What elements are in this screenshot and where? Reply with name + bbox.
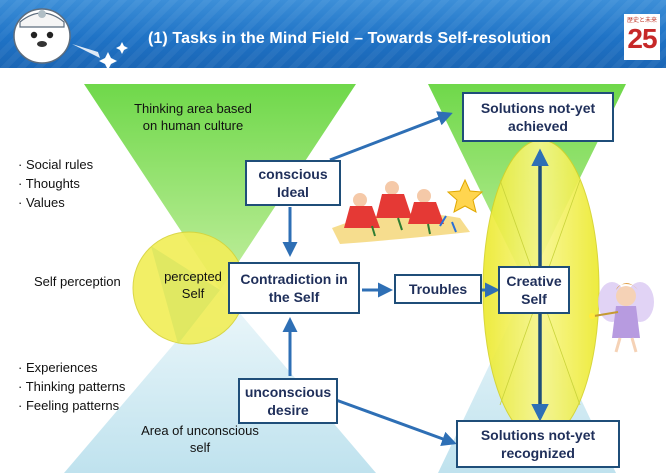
unconscious-desire-box: unconscious desire xyxy=(238,378,338,424)
experience-item-thinking-patterns: · Thinking patterns xyxy=(18,379,126,394)
thinking-area-label: Thinking area based on human culture xyxy=(134,101,252,133)
badge-number: 25 xyxy=(627,23,657,54)
troubles-box: Troubles xyxy=(394,274,482,304)
arrow-desire-to-recognized xyxy=(335,398,457,446)
page-title: (1) Tasks in the Mind Field – Towards Se… xyxy=(148,30,551,47)
experience-item-feeling-patterns: · Feeling patterns xyxy=(18,398,120,413)
culture-item-values: · Values xyxy=(18,195,65,210)
fairy-illustration xyxy=(589,282,654,353)
conscious-ideal-box: conscious Ideal xyxy=(245,160,341,206)
thinking-area-shape xyxy=(84,84,356,290)
culture-item-thoughts: · Thoughts xyxy=(18,176,80,191)
unconscious-area-label: Area of unconscious self xyxy=(141,423,259,455)
solutions-achieved-box: Solutions not-yet achieved xyxy=(462,92,614,142)
anniversary-badge: 歴史と未来 25 xyxy=(624,14,660,60)
title-bar xyxy=(0,0,666,68)
percepted-self-label: percepted Self xyxy=(164,269,222,301)
mascot-icon xyxy=(13,8,100,64)
culture-item-social-rules: · Social rules xyxy=(18,157,94,172)
header-pattern xyxy=(0,0,666,68)
unconscious-area-shape xyxy=(64,290,376,473)
badge-caption: 歴史と未来 xyxy=(626,18,657,24)
experience-item-experiences: · Experiences xyxy=(18,360,98,375)
arrow-ideal-to-solutions xyxy=(329,111,453,162)
contradiction-box: Contradiction in the Self xyxy=(228,262,360,314)
solutions-recognized-box: Solutions not-yet recognized xyxy=(456,420,620,468)
sparkle-icon xyxy=(99,42,128,70)
self-perception-label: Self perception xyxy=(34,274,121,289)
dancers-illustration xyxy=(332,178,484,244)
creative-self-box: Creative Self xyxy=(498,266,570,314)
